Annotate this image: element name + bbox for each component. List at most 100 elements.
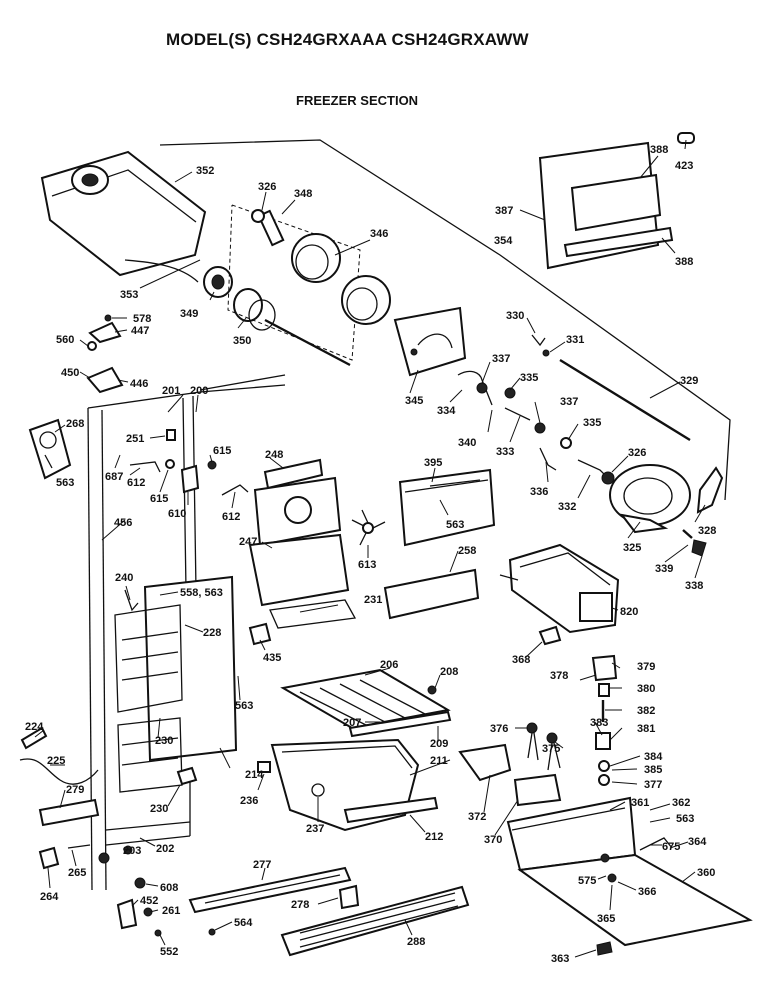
part-label-370: 370 <box>484 834 502 846</box>
part-label-277: 277 <box>253 859 271 871</box>
hinge-parts <box>116 877 162 937</box>
part-label-563-panel: 563 <box>446 519 464 531</box>
part-label-251: 251 <box>126 433 144 445</box>
part-label-240: 240 <box>115 572 133 584</box>
bracket-435-part <box>248 622 272 646</box>
part-label-387: 387 <box>495 205 513 217</box>
part-label-346: 346 <box>370 228 388 240</box>
part-label-564: 564 <box>234 917 253 929</box>
dispenser-door-part <box>538 132 695 270</box>
part-label-332: 332 <box>558 501 576 513</box>
part-label-349: 349 <box>180 308 198 320</box>
part-label-552: 552 <box>160 946 178 958</box>
auger-parts <box>203 266 351 367</box>
part-label-208: 208 <box>440 666 458 678</box>
part-label-345: 345 <box>405 395 423 407</box>
part-label-362: 362 <box>672 797 690 809</box>
part-label-377: 377 <box>644 779 662 791</box>
part-label-248: 248 <box>265 449 283 461</box>
part-label-366: 366 <box>638 886 656 898</box>
top-guide-line <box>199 374 286 391</box>
part-number-labels: 352 326 348 346 388 423 387 354 388 353 … <box>25 144 716 965</box>
part-label-563-left: 563 <box>56 477 74 489</box>
bottom-left-parts <box>38 844 133 870</box>
part-label-202: 202 <box>156 843 174 855</box>
part-label-376: 376 <box>490 723 508 735</box>
model-heading: MODEL(S) CSH24GRXAAA CSH24GRXAWW <box>166 30 529 49</box>
part-label-328: 328 <box>698 525 716 537</box>
part-label-326-motor: 326 <box>628 447 646 459</box>
part-label-265: 265 <box>68 867 86 879</box>
small-clips-parts <box>86 314 124 394</box>
part-label-360: 360 <box>697 867 715 879</box>
part-label-352: 352 <box>196 165 214 177</box>
part-label-687: 687 <box>105 471 123 483</box>
part-label-388: 388 <box>650 144 668 156</box>
part-label-353: 353 <box>120 289 138 301</box>
actuator-rod-part <box>531 334 691 442</box>
part-label-612-lower: 612 <box>222 511 240 523</box>
part-label-336: 336 <box>530 486 548 498</box>
leader-lines <box>34 139 706 958</box>
part-label-264: 264 <box>40 891 59 903</box>
part-label-268: 268 <box>66 418 84 430</box>
part-label-446: 446 <box>130 378 148 390</box>
wiring-parts <box>129 429 249 496</box>
part-label-388-lower: 388 <box>675 256 693 268</box>
part-label-338: 338 <box>685 580 703 592</box>
part-label-203: 203 <box>123 845 141 857</box>
evaporator-cover-part <box>248 458 357 629</box>
part-label-331: 331 <box>566 334 584 346</box>
part-label-212: 212 <box>425 831 443 843</box>
part-label-575: 575 <box>578 875 596 887</box>
part-label-560: 560 <box>56 334 74 346</box>
part-label-201: 201 <box>162 385 180 397</box>
impeller-assembly <box>227 204 391 361</box>
part-label-578: 578 <box>133 313 151 325</box>
part-label-230-lower: 230 <box>150 803 168 815</box>
part-label-258: 258 <box>458 545 476 557</box>
part-label-350: 350 <box>233 335 251 347</box>
evaporator-part <box>114 575 238 793</box>
part-label-334: 334 <box>437 405 456 417</box>
compressor-cover-parts <box>458 743 562 807</box>
fan-blade-part <box>351 509 386 546</box>
ice-bucket-part <box>40 150 207 283</box>
control-panel-part <box>398 468 496 547</box>
part-label-456: 456 <box>114 517 132 529</box>
part-label-337-lower: 337 <box>560 396 578 408</box>
part-label-335-lower: 335 <box>583 417 601 429</box>
part-label-206: 206 <box>380 659 398 671</box>
part-label-447: 447 <box>131 325 149 337</box>
part-label-278: 278 <box>291 899 309 911</box>
part-label-615-lower: 615 <box>150 493 168 505</box>
part-label-279: 279 <box>66 784 84 796</box>
part-label-348: 348 <box>294 188 312 200</box>
part-label-613: 613 <box>358 559 376 571</box>
part-label-325: 325 <box>623 542 641 554</box>
part-label-380: 380 <box>637 683 655 695</box>
rail-part <box>188 866 360 936</box>
part-label-329: 329 <box>680 375 698 387</box>
drain-tube-parts <box>19 726 100 827</box>
part-label-563-mid: 563 <box>235 700 253 712</box>
part-label-236: 236 <box>240 795 258 807</box>
part-label-207: 207 <box>343 717 361 729</box>
part-label-384: 384 <box>644 751 663 763</box>
part-label-224: 224 <box>25 721 44 733</box>
part-label-381: 381 <box>637 723 655 735</box>
part-label-563-right: 563 <box>676 813 694 825</box>
part-label-372: 372 <box>468 811 486 823</box>
part-label-435: 435 <box>263 652 281 664</box>
part-label-385: 385 <box>644 764 662 776</box>
part-label-608: 608 <box>160 882 178 894</box>
part-label-610: 610 <box>168 508 186 520</box>
part-label-375: 375 <box>542 743 560 755</box>
freezer-bin-part <box>257 738 439 832</box>
part-label-365: 365 <box>597 913 615 925</box>
part-label-675: 675 <box>662 841 680 853</box>
part-label-450: 450 <box>61 367 79 379</box>
part-label-361: 361 <box>631 797 649 809</box>
part-label-209: 209 <box>430 738 448 750</box>
